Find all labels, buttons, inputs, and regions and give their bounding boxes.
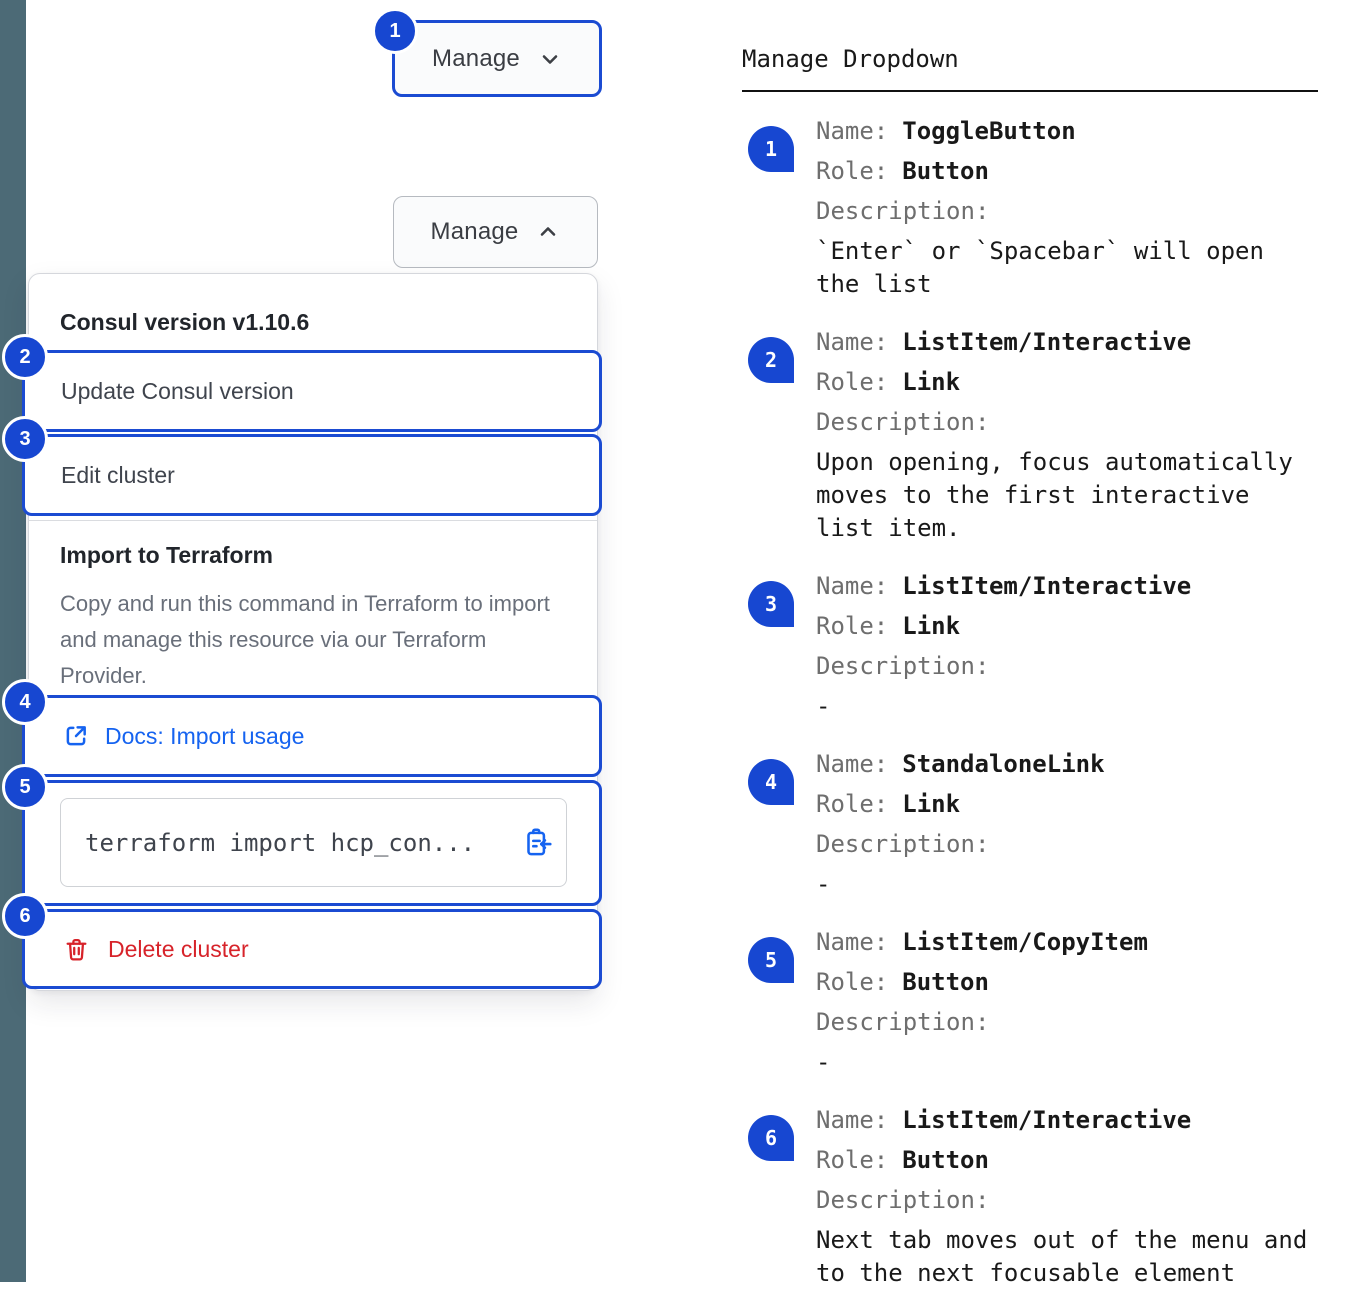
- name-label: Name:: [816, 117, 889, 145]
- menu-item-label: Docs: Import usage: [105, 722, 305, 749]
- menu-item-docs-import-usage[interactable]: Docs: Import usage: [22, 695, 602, 777]
- terraform-command-text: terraform import hcp_con...: [85, 828, 476, 857]
- import-terraform-header: Import to Terraform: [60, 542, 273, 568]
- manage-toggle-button-closed[interactable]: Manage: [392, 20, 602, 97]
- badge-number: 1: [764, 137, 778, 161]
- clipboard-copy-icon[interactable]: [520, 826, 554, 860]
- description-value: -: [816, 1048, 831, 1076]
- description-value: Next tab moves out of the menu and to th…: [816, 1226, 1308, 1287]
- annotation-badge-5: 5: [2, 764, 48, 810]
- legend-entry-2: 2 Name: ListItem/Interactive Role: Link De…: [742, 322, 1342, 545]
- name-label: Name:: [816, 750, 889, 778]
- legend-entry-4: 4 Name: StandaloneLink Role: Link Descript…: [742, 744, 1342, 901]
- name-value: ToggleButton: [902, 117, 1076, 145]
- description-label: Description:: [816, 408, 990, 436]
- annotation-badge-6: 6: [2, 893, 48, 939]
- trash-icon: [66, 938, 87, 961]
- name-label: Name:: [816, 1106, 889, 1134]
- manage-toggle-button-open[interactable]: Manage: [393, 196, 598, 268]
- badge-number: 6: [19, 904, 31, 927]
- menu-item-update-consul-version[interactable]: Update Consul version: [22, 350, 602, 432]
- menu-item-label: Update Consul version: [61, 377, 294, 404]
- name-value: StandaloneLink: [902, 750, 1105, 778]
- role-value: Link: [902, 790, 961, 818]
- legend-entry-6: 6 Name:ListItem/Interactive Role:Button …: [742, 1100, 1342, 1290]
- manage-button-label: Manage: [432, 44, 520, 72]
- chevron-down-icon: [542, 54, 558, 64]
- description-value: `Enter` or `Spacebar` will open the list: [816, 237, 1264, 298]
- legend-entry-3: 3 Name: ListItem/Interactive Role: Link De…: [742, 566, 1342, 723]
- legend-badge-6: 6: [748, 1115, 794, 1161]
- description-label: Description:: [816, 652, 990, 680]
- app-side-strip: [0, 0, 26, 1282]
- legend-entry-1: 1 Name: ToggleButton Role: Button Descript…: [742, 111, 1342, 301]
- legend-badge-5: 5: [748, 937, 794, 983]
- name-value: ListItem/Interactive: [902, 572, 1192, 600]
- description-label: Description:: [816, 1008, 990, 1036]
- role-label: Role:: [816, 612, 889, 640]
- import-terraform-description: Copy and run this command in Terraform t…: [60, 591, 550, 688]
- legend-badge-1: 1: [748, 126, 794, 172]
- role-label: Role:: [816, 157, 889, 185]
- menu-item-label: Edit cluster: [61, 461, 175, 488]
- description-value: -: [816, 692, 831, 720]
- legend-entry-5: 5 Name: ListItem/CopyItem Role: Button Des…: [742, 922, 1342, 1079]
- role-value: Button: [902, 968, 989, 996]
- consul-version-header: Consul version v1.10.6: [60, 309, 310, 335]
- menu-divider: [29, 520, 597, 521]
- legend-badge-3: 3: [748, 581, 794, 627]
- description-label: Description:: [816, 1186, 990, 1214]
- name-label: Name:: [816, 328, 889, 356]
- legend-badge-2: 2: [748, 337, 794, 383]
- badge-number: 4: [764, 770, 778, 794]
- role-label: Role:: [816, 790, 889, 818]
- badge-number: 3: [19, 427, 31, 450]
- menu-item-label: Delete cluster: [108, 935, 249, 962]
- name-value: ListItem/Interactive: [902, 1106, 1192, 1134]
- name-label: Name:: [816, 572, 889, 600]
- role-value: Button: [902, 1146, 989, 1174]
- description-label: Description:: [816, 830, 990, 858]
- terraform-command-field: terraform import hcp_con...: [60, 798, 567, 887]
- external-link-icon: [66, 726, 86, 746]
- role-value: Button: [902, 157, 989, 185]
- chevron-up-icon: [541, 227, 556, 236]
- annotation-badge-3: 3: [2, 416, 48, 462]
- annotation-badge-2: 2: [2, 334, 48, 380]
- menu-item-copy-command[interactable]: terraform import hcp_con...: [22, 780, 602, 906]
- name-value: ListItem/CopyItem: [902, 928, 1148, 956]
- role-value: Link: [902, 612, 961, 640]
- role-label: Role:: [816, 368, 889, 396]
- badge-number: 5: [764, 948, 778, 972]
- legend-title: Manage Dropdown: [742, 45, 959, 73]
- badge-number: 2: [764, 348, 778, 372]
- annotation-badge-4: 4: [2, 679, 48, 725]
- annotation-badge-1: 1: [372, 8, 418, 54]
- role-label: Role:: [816, 1146, 889, 1174]
- badge-number: 2: [19, 345, 31, 368]
- badge-number: 1: [389, 19, 401, 42]
- annotation-legend: Manage Dropdown 1 Name: ToggleButton Role…: [742, 39, 1342, 1311]
- menu-item-edit-cluster[interactable]: Edit cluster: [22, 434, 602, 516]
- description-value: Upon opening, focus automatically moves …: [816, 448, 1293, 542]
- role-value: Link: [902, 368, 961, 396]
- manage-button-label: Manage: [430, 218, 519, 245]
- name-value: ListItem/Interactive: [902, 328, 1192, 356]
- badge-number: 3: [764, 592, 778, 616]
- name-label: Name:: [816, 928, 889, 956]
- badge-number: 4: [19, 690, 31, 713]
- badge-number: 6: [764, 1126, 778, 1150]
- legend-title-rule: [742, 90, 1318, 92]
- description-label: Description:: [816, 197, 990, 225]
- badge-number: 5: [19, 775, 31, 798]
- description-value: -: [816, 870, 831, 898]
- role-label: Role:: [816, 968, 889, 996]
- menu-item-delete-cluster[interactable]: Delete cluster: [22, 909, 602, 989]
- legend-badge-4: 4: [748, 759, 794, 805]
